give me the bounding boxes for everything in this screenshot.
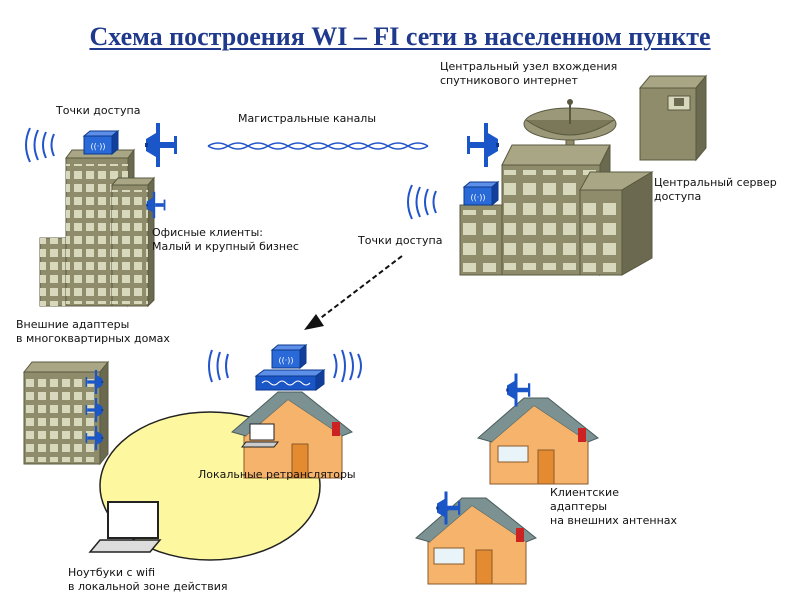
- server-icon: [638, 74, 708, 162]
- label-central-server: Центральный сервер доступа: [654, 176, 777, 203]
- client-house: [415, 497, 537, 585]
- signal-waves-repeater: [208, 349, 362, 383]
- laptop-icon: [88, 501, 162, 553]
- label-backbone: Магистральные каналы: [238, 112, 377, 125]
- label-local-repeaters: Локальные ретрансляторы: [198, 468, 356, 481]
- page-title: Схема построения WI – FI сети в населенн…: [89, 22, 711, 51]
- central-building: [459, 144, 654, 277]
- label-central-node: Центральный узел вхождения спутникового …: [440, 60, 618, 87]
- access-point-icon: [271, 344, 307, 369]
- label-client-adapters: Клиентские адаптеры на внешних антеннах: [550, 486, 678, 527]
- client-house: [477, 397, 599, 485]
- house-window: [433, 547, 465, 565]
- label-office-clients: Офисные клиенты: Малый и крупный бизнес: [152, 226, 299, 253]
- label-external-adapters: Внешние адаптеры в многоквартирных домах: [16, 318, 170, 345]
- access-point-icon: [83, 130, 119, 155]
- access-point-icon: [463, 181, 499, 206]
- house-window: [497, 445, 529, 463]
- repeater-icon: [254, 369, 326, 391]
- office-buildings: [39, 148, 156, 308]
- apartment-building: [22, 360, 110, 466]
- laptop-icon: [240, 423, 280, 448]
- signal-waves-central: [407, 184, 437, 220]
- backbone-link: [207, 142, 429, 150]
- antenna-icon: [467, 123, 499, 167]
- label-access-points-right: Точки доступа: [358, 234, 443, 247]
- antenna-icon: [145, 123, 177, 167]
- link-arrow: [304, 255, 403, 330]
- signal-waves-left: [25, 127, 55, 163]
- label-access-points-top: Точки доступа: [56, 104, 141, 117]
- label-laptops: Ноутбуки с wifi в локальной зоне действи…: [68, 566, 228, 593]
